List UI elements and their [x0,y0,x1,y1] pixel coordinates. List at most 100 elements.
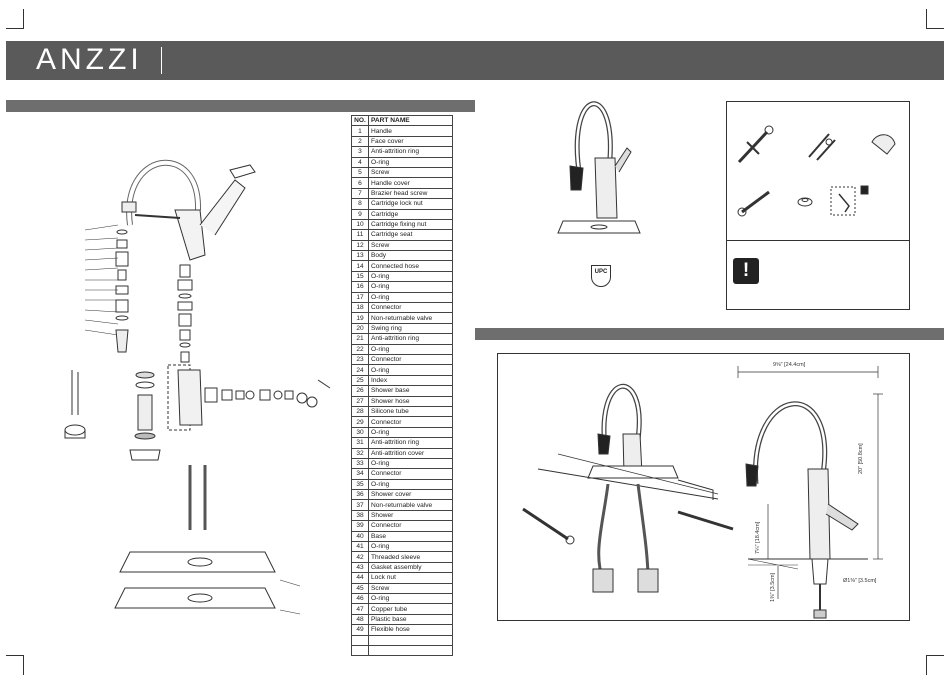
part-name: Connected hose [368,260,453,272]
part-name: Connector [368,520,453,532]
part-number: 2 [351,135,369,148]
part-number: 3 [351,146,369,158]
upc-certification-mark: UPC [591,265,611,287]
part-name: Connector [368,353,453,366]
crop-mark-bottom-left [6,655,24,675]
part-name: Anti-attrition cover [368,447,453,459]
exclamation-small-icon [860,185,869,195]
part-number: 29 [351,416,369,428]
part-name: Shower base [368,385,453,397]
part-number: 24 [351,364,369,376]
part-number: 30 [351,426,369,439]
part-name: Screw [368,582,453,594]
part-number: 38 [351,509,369,522]
part-name: O-ring [368,426,453,439]
part-name: Shower hose [368,395,453,407]
part-number: 49 [351,624,369,636]
section-bar-dimensions [475,328,944,340]
installation-diagram [522,383,734,593]
part-number: 40 [351,530,369,543]
part-number: 34 [351,468,369,480]
part-number: 47 [351,603,369,615]
tools-box: ! [726,101,910,310]
part-number: 12 [351,239,369,252]
part-name: O-ring [368,364,453,376]
part-name: Screw [368,239,453,252]
part-name: Plastic base [368,613,453,626]
tape-icon [871,134,896,155]
washer-icon [797,197,813,207]
part-name: Screw [368,166,453,179]
part-name: Index [368,374,453,387]
pliers-icon [808,133,836,161]
part-number: 43 [351,561,369,574]
part-name: Non-returnable valve [368,499,453,511]
part-name: O-ring [368,540,453,553]
part-number: 27 [351,395,369,407]
part-name: Cartridge seat [368,229,453,241]
header-bar: ANZZI [6,41,944,80]
wrench-icon [737,125,774,164]
part-number: 25 [351,374,369,387]
part-number [351,634,369,646]
part-name: Brazier head screw [368,187,453,200]
part-number: 45 [351,582,369,594]
part-number: 26 [351,385,369,397]
part-name: O-ring [368,156,453,168]
part-name: Non-returnable valve [368,312,453,324]
dimension-drawing [737,366,883,619]
part-number: 21 [351,333,369,345]
crop-mark-top-left [6,9,24,29]
adjustable-wrench-icon [737,190,770,217]
part-number: 14 [351,260,369,272]
dimension-height: 20" [50.8cm] [858,443,864,474]
part-name: Threaded sleeve [368,551,453,563]
part-name: O-ring [368,343,453,356]
table-row [351,634,453,646]
dimension-deck: 1⅜" [3.5cm] [770,572,776,602]
exploded-parts-diagram [64,159,331,615]
part-number: 35 [351,478,369,491]
part-number: 9 [351,208,369,220]
part-number: 37 [351,499,369,511]
part-number: 16 [351,281,369,293]
part-number: 44 [351,572,369,584]
part-number: 20 [351,322,369,335]
part-number: 36 [351,489,369,501]
part-number: 23 [351,353,369,366]
part-number: 10 [351,218,369,231]
part-number: 32 [351,447,369,459]
part-number: 28 [351,405,369,418]
warning-icon: ! [733,258,759,284]
part-name: Connector [368,302,453,314]
tools-illustrations [737,125,896,217]
part-name [368,644,453,657]
part-number: 41 [351,540,369,553]
part-number: 15 [351,270,369,283]
